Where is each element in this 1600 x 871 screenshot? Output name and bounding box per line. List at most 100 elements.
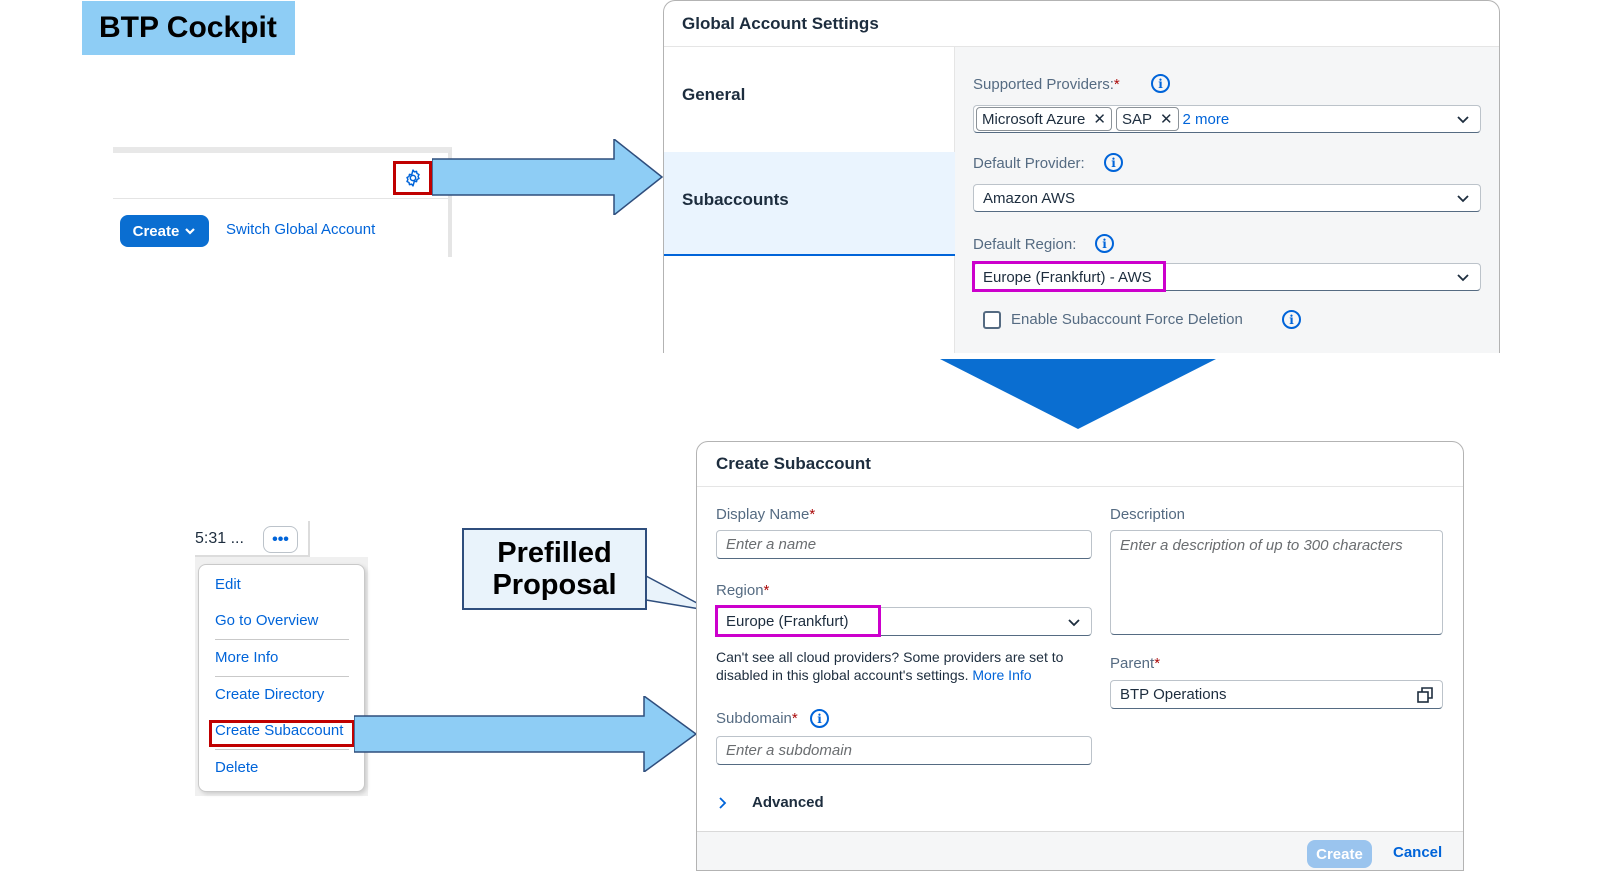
token-label: SAP: [1121, 110, 1152, 128]
display-name-label: Display Name*: [716, 506, 815, 523]
toolbar-snippet: [113, 147, 452, 257]
nav-item-general[interactable]: General: [682, 85, 746, 104]
subdomain-input[interactable]: Enter a subdomain: [716, 736, 1092, 765]
description-textarea[interactable]: Enter a description of up to 300 charact…: [1110, 530, 1443, 635]
menu-item-delete[interactable]: Delete: [215, 759, 259, 776]
more-actions-button[interactable]: •••: [263, 526, 298, 553]
create-dialog-header: Create Subaccount: [697, 442, 1463, 487]
subdomain-placeholder: Enter a subdomain: [726, 742, 852, 759]
required-marker: *: [791, 710, 798, 727]
supported-providers-multiselect[interactable]: Microsoft Azure ✕ SAP ✕ 2 more: [973, 105, 1481, 133]
default-region-value: Europe (Frankfurt) - AWS: [983, 268, 1152, 286]
force-deletion-label: Enable Subaccount Force Deletion: [1011, 311, 1243, 328]
description-placeholder: Enter a description of up to 300 charact…: [1120, 537, 1403, 554]
settings-dialog-header: Global Account Settings: [664, 1, 1499, 47]
chevron-down-icon[interactable]: [1456, 191, 1470, 205]
info-icon[interactable]: i: [1282, 310, 1301, 329]
region-value: Europe (Frankfurt): [726, 613, 849, 630]
advanced-label: Advanced: [752, 794, 824, 811]
arrow-down-to-create-dialog: [940, 359, 1216, 429]
parent-value: BTP Operations: [1120, 686, 1227, 703]
subdomain-label: Subdomain*: [716, 710, 798, 727]
default-provider-select[interactable]: Amazon AWS: [973, 184, 1481, 212]
global-account-settings-dialog: Global Account Settings General Subaccou…: [663, 0, 1500, 353]
chevron-down-icon[interactable]: [1067, 615, 1081, 629]
value-help-icon[interactable]: [1417, 687, 1433, 703]
menu-separator: [215, 676, 349, 677]
chevron-down-icon[interactable]: [1456, 112, 1470, 126]
provider-token: Microsoft Azure ✕: [976, 107, 1112, 131]
cancel-button[interactable]: Cancel: [1393, 844, 1443, 861]
region-label-text: Region: [716, 582, 764, 599]
advanced-toggle[interactable]: Advanced: [716, 794, 824, 811]
settings-body: Supported Providers:* i Microsoft Azure ✕…: [955, 47, 1499, 353]
region-label: Region*: [716, 582, 769, 599]
settings-nav: General Subaccounts: [664, 47, 955, 353]
info-icon[interactable]: i: [1095, 234, 1114, 253]
menu-item-edit[interactable]: Edit: [215, 576, 241, 593]
default-region-select[interactable]: Europe (Frankfurt) - AWS: [973, 263, 1481, 291]
callout-line2: Proposal: [492, 569, 617, 601]
create-dialog-title: Create Subaccount: [716, 454, 871, 473]
provider-hint: Can't see all cloud providers? Some prov…: [716, 648, 1092, 684]
display-name-placeholder: Enter a name: [726, 536, 817, 553]
token-label: Microsoft Azure: [982, 110, 1086, 128]
chevron-right-icon: [719, 796, 727, 809]
row-time-text: 5:31 ...: [195, 530, 244, 547]
arrow-to-settings: [432, 139, 664, 215]
subdomain-label-text: Subdomain: [716, 710, 792, 727]
gear-icon: [405, 169, 420, 187]
region-highlight: [972, 261, 1166, 292]
create-subaccount-dialog: Create Subaccount Display Name* Enter a …: [696, 441, 1464, 871]
menu-item-go-to-overview[interactable]: Go to Overview: [215, 612, 319, 629]
supported-providers-label: Supported Providers:*: [973, 76, 1120, 93]
info-icon[interactable]: i: [1104, 153, 1123, 172]
more-icon: •••: [272, 530, 289, 548]
info-icon[interactable]: i: [810, 709, 829, 728]
default-region-label: Default Region:: [973, 236, 1077, 253]
default-provider-label: Default Provider:: [973, 155, 1085, 172]
provider-token: SAP ✕: [1115, 107, 1179, 131]
chevron-down-icon: [185, 228, 196, 235]
create-button[interactable]: Create: [120, 215, 209, 247]
context-menu: Edit Go to Overview More Info Create Dir…: [198, 564, 365, 792]
menu-separator: [215, 749, 349, 750]
menu-item-more-info[interactable]: More Info: [215, 649, 279, 666]
arrow-to-create-dialog: [354, 696, 698, 772]
display-name-input[interactable]: Enter a name: [716, 530, 1092, 559]
remove-token-icon[interactable]: ✕: [1093, 111, 1106, 128]
required-marker: *: [1113, 76, 1120, 93]
default-provider-value: Amazon AWS: [983, 189, 1075, 207]
region-highlight: [715, 605, 881, 637]
toolbar-divider: [113, 198, 448, 199]
settings-gear-button[interactable]: [393, 161, 432, 195]
menu-item-create-subaccount[interactable]: Create Subaccount: [215, 722, 344, 739]
required-marker: *: [1154, 655, 1161, 672]
more-info-link[interactable]: More Info: [972, 667, 1032, 683]
more-tokens-link[interactable]: 2 more: [1182, 110, 1230, 128]
create-dialog-footer: Create Cancel: [697, 831, 1463, 870]
title-text: BTP Cockpit: [99, 11, 277, 44]
chevron-down-icon[interactable]: [1456, 270, 1470, 284]
title-label: BTP Cockpit: [82, 1, 295, 55]
callout-line1: Prefilled: [497, 537, 612, 569]
region-select[interactable]: Europe (Frankfurt): [716, 607, 1092, 636]
supported-providers-label-text: Supported Providers:: [973, 76, 1114, 93]
menu-item-create-directory[interactable]: Create Directory: [215, 686, 325, 703]
create-subaccount-highlight: [209, 720, 355, 747]
parent-label: Parent*: [1110, 655, 1160, 672]
parent-label-text: Parent: [1110, 655, 1155, 672]
parent-input[interactable]: BTP Operations: [1110, 680, 1443, 709]
description-label: Description: [1110, 506, 1186, 523]
force-deletion-checkbox[interactable]: [983, 311, 1001, 329]
create-subaccount-button[interactable]: Create: [1307, 840, 1372, 868]
nav-item-subaccounts[interactable]: Subaccounts: [664, 152, 955, 256]
remove-token-icon[interactable]: ✕: [1159, 111, 1173, 128]
settings-dialog-title: Global Account Settings: [682, 14, 879, 33]
switch-global-account-link[interactable]: Switch Global Account: [226, 221, 376, 238]
provider-hint-text: Can't see all cloud providers? Some prov…: [716, 649, 1064, 683]
prefilled-proposal-callout: Prefilled Proposal: [462, 528, 647, 610]
required-marker: *: [763, 582, 770, 599]
create-button-label: Create: [132, 222, 180, 240]
info-icon[interactable]: i: [1151, 74, 1170, 93]
